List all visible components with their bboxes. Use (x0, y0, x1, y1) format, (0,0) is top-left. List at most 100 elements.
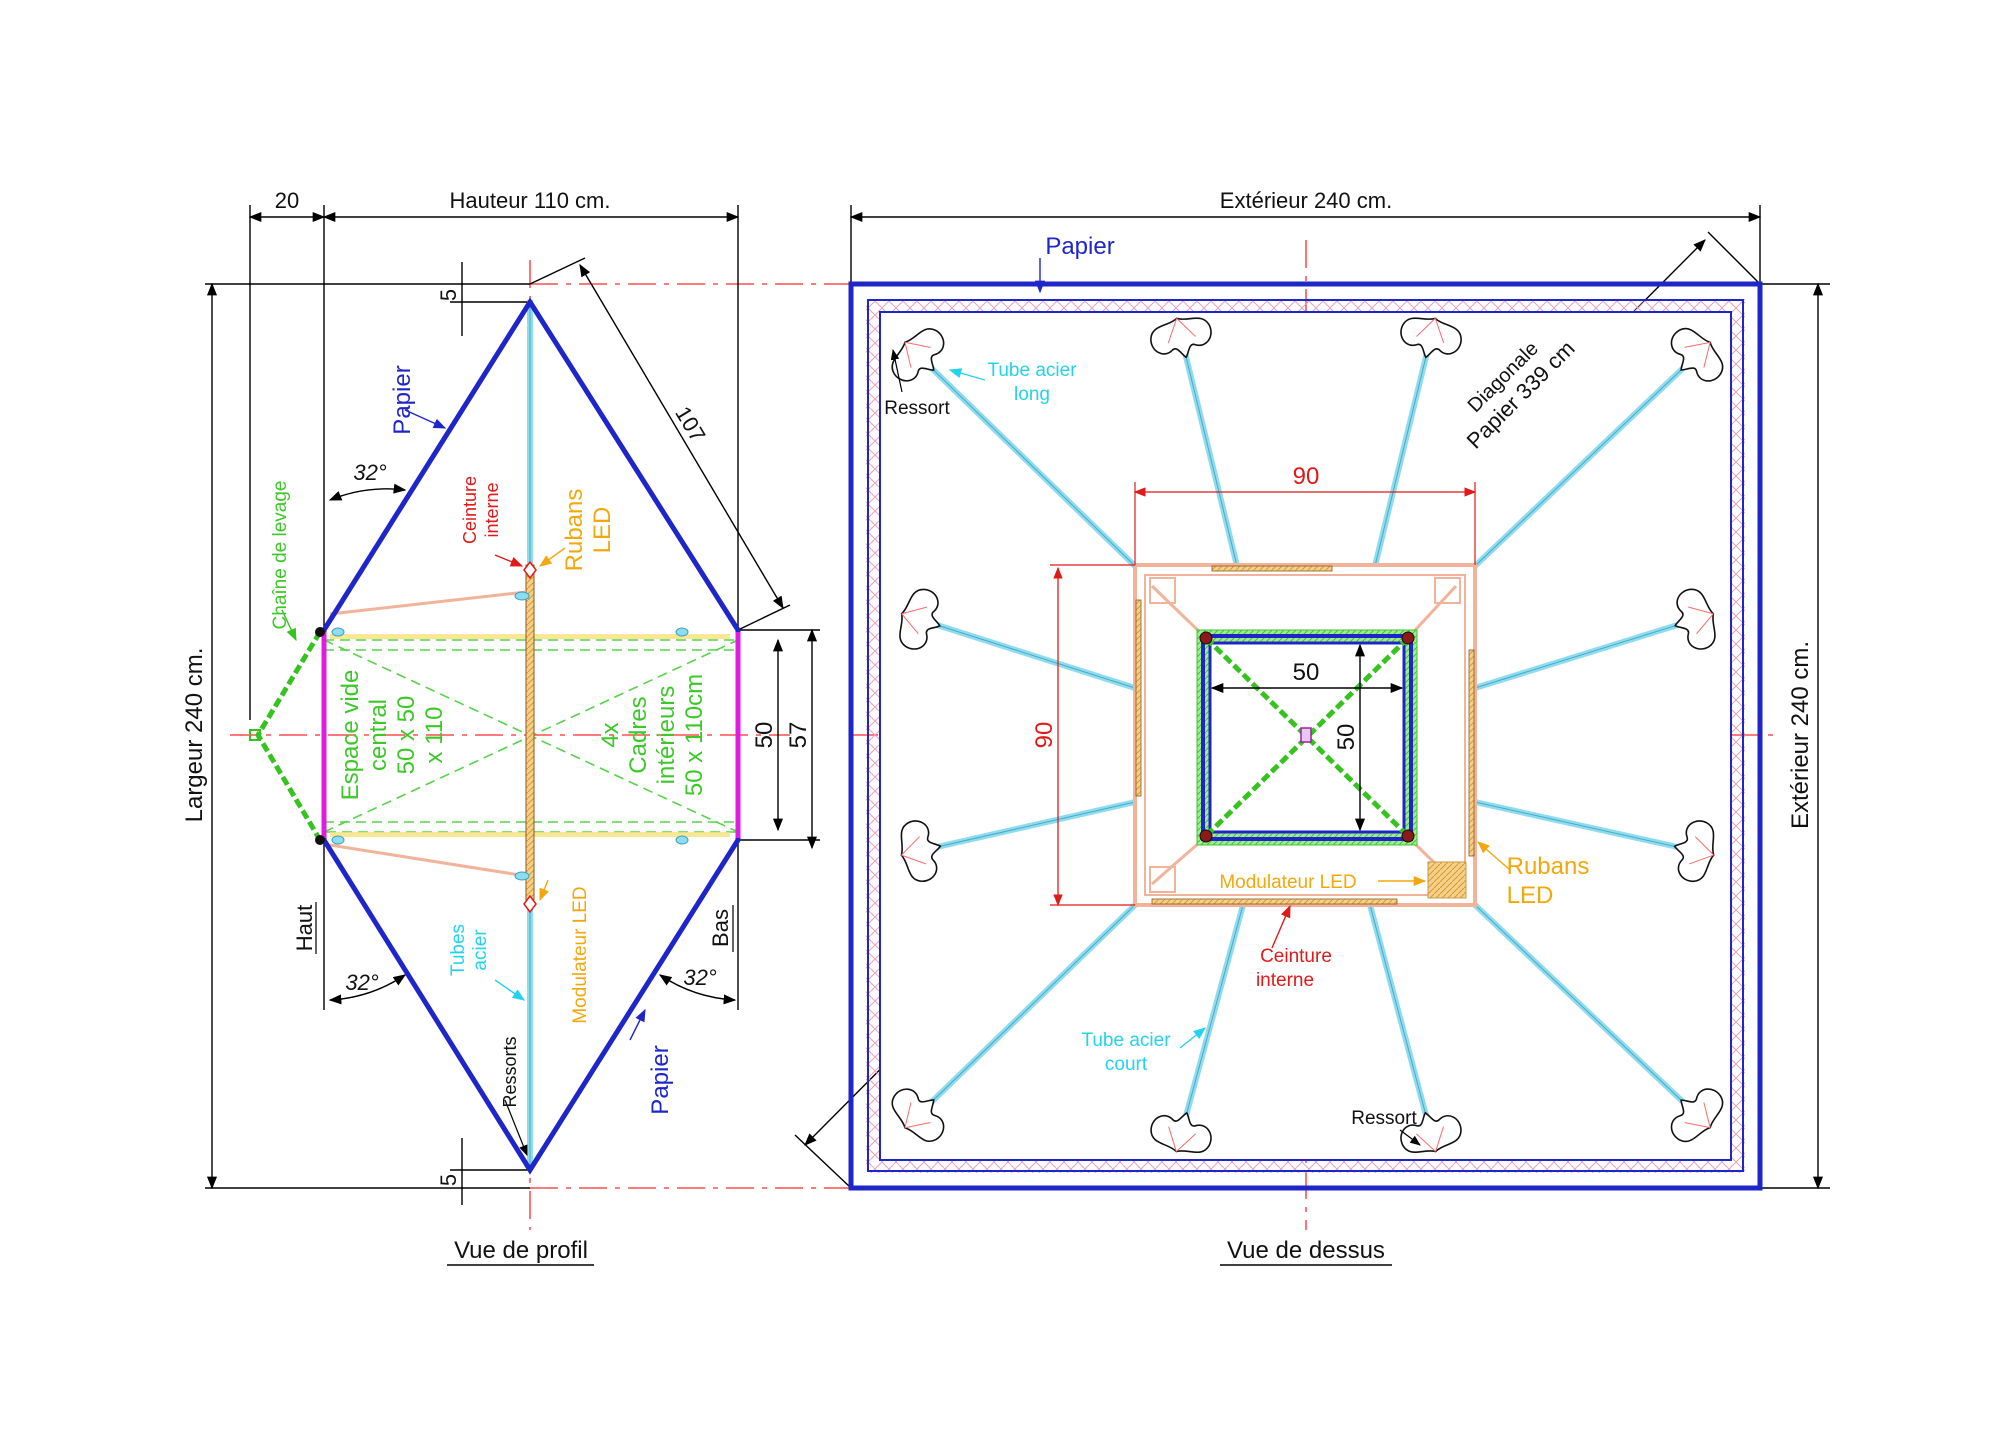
spring-line-b-9 (904, 1122, 931, 1129)
belt-diamond-top (523, 560, 537, 580)
spring-line-b-2 (1167, 318, 1178, 344)
spring-line-b-10 (1176, 1133, 1196, 1152)
dim-57-label: 57 (785, 722, 812, 749)
central-chain-2 (1204, 636, 1410, 838)
dim-height-label: Hauteur 110 cm. (449, 188, 610, 213)
spring-line-a-12 (1684, 1122, 1711, 1129)
steel-tube-core-3 (1374, 331, 1433, 567)
spring-line-b-3 (1416, 318, 1436, 337)
frames-label-group: 4x Cadres intérieurs 50 x 110cm (597, 674, 708, 796)
dim-width-label: Largeur 240 cm. (181, 648, 208, 823)
dim-90-h-label: 90 (1293, 463, 1320, 490)
belt-frame-outer (1133, 563, 1477, 907)
lifting-chain (255, 630, 323, 842)
leader-tube-short (1179, 1027, 1206, 1049)
frames-line1: 4x (597, 722, 624, 747)
profile-view: 20 Hauteur 110 cm. Largeur 240 cm. 5 5 1… (181, 188, 850, 1266)
spring-line-b-4 (1684, 341, 1711, 348)
top-view: Extérieur 240 cm. Extérieur 240 cm. Papi… (794, 188, 1830, 1266)
steel-tube-core-2 (1179, 331, 1238, 567)
spring-line-a-9 (904, 1102, 912, 1128)
spring-line-a-6 (1696, 613, 1714, 635)
angle-arc-lower-left (328, 974, 407, 1005)
dim-exterior-h-label: Extérieur 240 cm. (1220, 188, 1392, 213)
spring-anchor-3 (1400, 317, 1462, 359)
spring-anchor-12 (1670, 1088, 1724, 1143)
central-space-line4: x 110 (421, 707, 448, 764)
spring-anchor-outline-1 (891, 328, 945, 382)
dim-5-top-label: 5 (436, 289, 461, 301)
led-label-line1: Rubans (561, 489, 588, 572)
steel-tube-core-8 (1474, 801, 1701, 853)
frames-line2: Cadres (625, 696, 652, 773)
belt-label-group: Ceinture interne (460, 476, 502, 544)
central-space-line3: 50 x 50 (393, 696, 420, 775)
spring-anchor-outline-4 (1670, 327, 1724, 382)
steel-tube-core-1 (914, 351, 1136, 567)
corner-bracket-bl (1149, 866, 1176, 893)
tube-end-cap-1 (514, 591, 530, 601)
springs-label: Ressorts (500, 1036, 520, 1107)
spring-line-b-6 (1688, 606, 1714, 615)
spring-anchor-outline-3 (1400, 317, 1462, 359)
frame-clip-2 (675, 627, 689, 637)
top-label: Haut (292, 905, 317, 951)
spring-line-b-5 (901, 613, 919, 635)
central-chain-1 (1204, 636, 1410, 838)
leader-chain (281, 609, 297, 642)
modulator-top-view-label: Modulateur LED (1219, 872, 1356, 893)
spring-line-b-7 (901, 854, 927, 865)
dim-exterior-v-label: Extérieur 240 cm. (1787, 641, 1814, 829)
profile-view-title: Vue de profil (454, 1237, 588, 1264)
led-top-view-label-line2: LED (1507, 882, 1554, 909)
led-strip-left (1135, 599, 1142, 797)
ext-diag-b (1707, 231, 1761, 285)
tubes-label-line2: acier (470, 929, 491, 971)
chain-hook-bottom (315, 835, 325, 845)
spring-line-b-8 (1694, 836, 1715, 856)
spring-anchor-4 (1670, 327, 1724, 382)
belt-label-line1: Ceinture (460, 476, 480, 544)
dim-50-h-label: 50 (1293, 659, 1320, 686)
dim-50-label: 50 (751, 722, 778, 749)
paper-top-view-label: Papier (1045, 233, 1114, 260)
leader-springs (504, 1099, 528, 1157)
dim-107-label: 107 (670, 402, 710, 446)
central-space-label-group: Espace vide central 50 x 50 x 110 (337, 670, 448, 801)
spring-anchor-outline-2 (1150, 317, 1212, 359)
chain-label: Chaîne de levage (270, 481, 291, 630)
tubes-label-line1: Tubes (448, 924, 469, 976)
spring-anchor-9 (891, 1088, 945, 1142)
modulator-profile-label: Modulateur LED (570, 886, 591, 1023)
steel-tube-core-5 (914, 617, 1136, 689)
tubes-group (912, 331, 1703, 1139)
central-corner-tr (1401, 631, 1415, 645)
spring-anchor-outline-9 (891, 1088, 945, 1142)
spring-anchor-2 (1150, 317, 1212, 359)
ext-line-107-b (737, 604, 791, 631)
angle-arc-lower-right (658, 974, 737, 1005)
paper-outer-square (848, 281, 1763, 1191)
spring-line-b-11 (1435, 1126, 1444, 1152)
central-ring (1300, 727, 1312, 743)
frames-line3: intérieurs (653, 686, 680, 785)
belt-top-view-label-line2: interne (1256, 970, 1314, 991)
corner-bracket-tl (1149, 577, 1176, 604)
ext-line-107-a (529, 257, 586, 285)
spring-anchor-outline-5 (899, 588, 941, 650)
leader-modulator (539, 879, 549, 902)
spring-anchor-1 (891, 328, 945, 382)
spring-anchor-10 (1150, 1111, 1212, 1154)
led-strip-right (1468, 649, 1475, 857)
tubes-label-group: Tubes acier (448, 924, 491, 976)
led-label-group: Rubans LED (561, 489, 616, 572)
tube-end-cap-2 (514, 871, 530, 881)
paper-inner-square-2 (879, 311, 1732, 1161)
bottom-label: Bas (708, 909, 733, 947)
spring-anchor-outline-8 (1673, 820, 1715, 883)
spring-anchor-8 (1673, 820, 1715, 883)
spring-anchor-outline-7 (900, 820, 942, 883)
belt-diamond-bottom (523, 894, 537, 914)
belt-top-view-label-line1: Ceinture (1260, 946, 1332, 967)
